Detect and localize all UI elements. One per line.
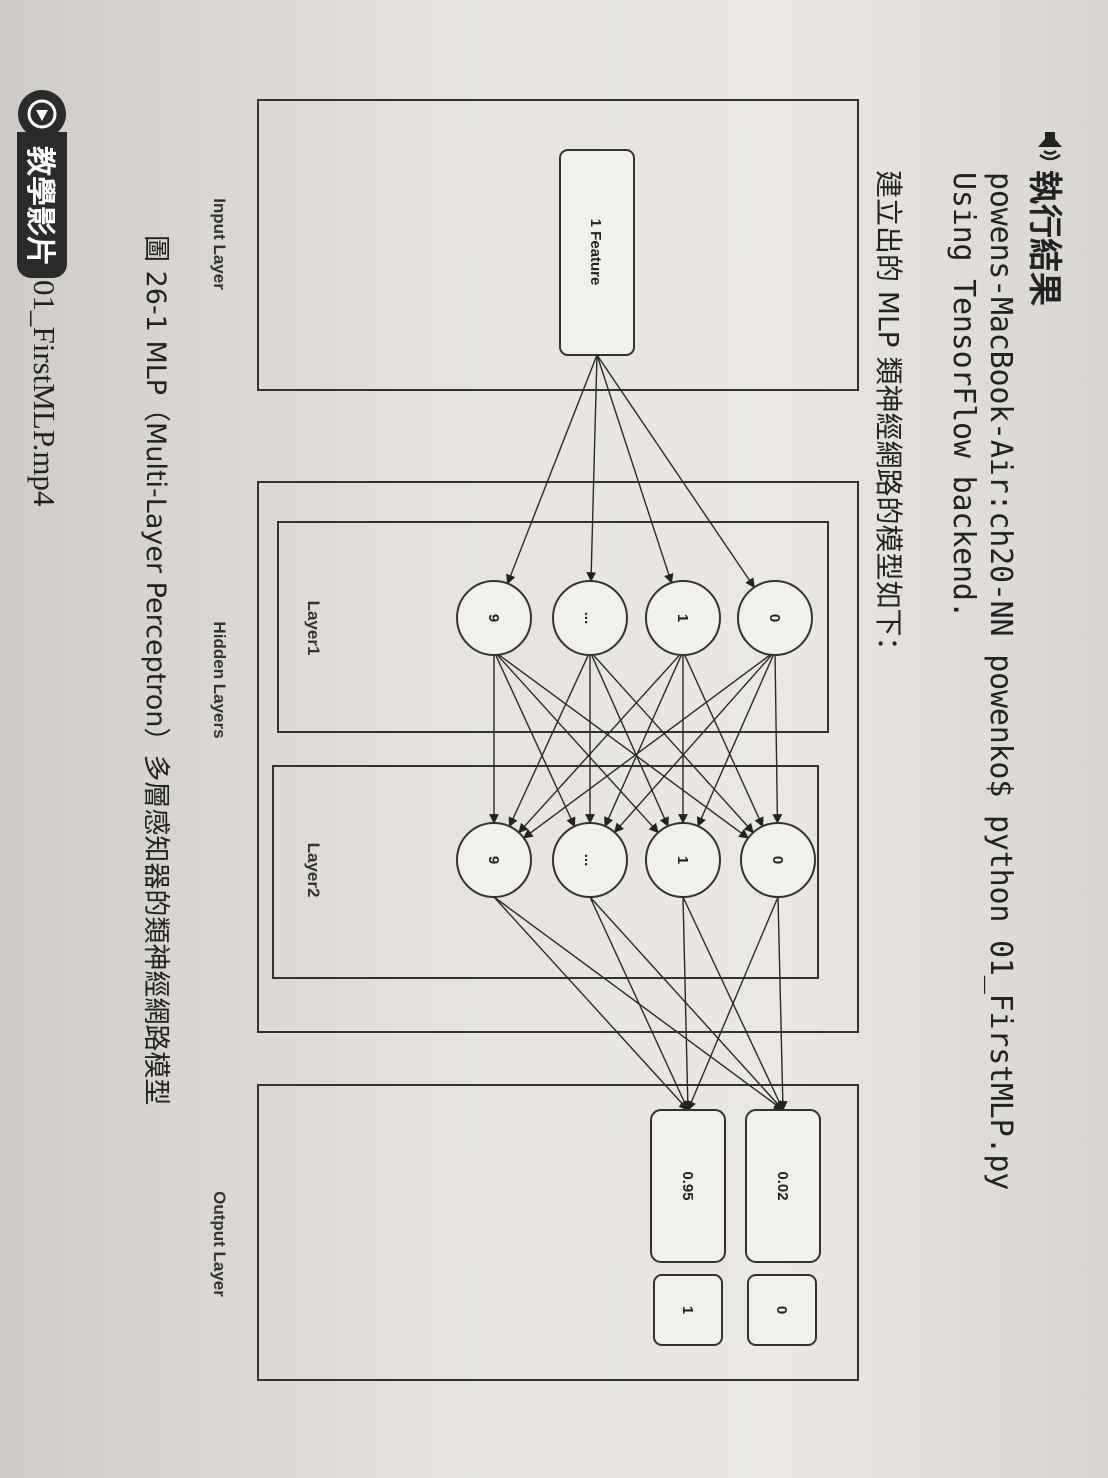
input-feature-label: 1 Feature <box>587 219 604 286</box>
output-class-0-label: 0 <box>773 1306 790 1314</box>
edge-layer1-0-to-layer2-2 <box>613 650 776 834</box>
hidden-layers-label: Hidden Layers <box>210 621 229 738</box>
edge-input-to-layer1-0 <box>596 354 755 589</box>
input-layer-box <box>257 99 859 391</box>
layer2-node-ellipsis-label: ... <box>581 854 598 867</box>
edge-layer1-0-to-layer2-3 <box>522 650 776 839</box>
layer2-node-ellipsis: ... <box>552 822 628 898</box>
layer1-node-0: 0 <box>737 580 813 656</box>
edge-layer1-1-to-layer2-3 <box>518 650 684 834</box>
edge-layer1-0-to-layer2-0 <box>772 651 783 824</box>
output-prob-0-label: 0.02 <box>774 1171 791 1200</box>
video-badge: 教學影片 <box>17 90 67 278</box>
layer2-node-1: 1 <box>645 822 721 898</box>
edge-layer1-3-to-layer2-1 <box>493 650 659 834</box>
edge-layer2-2-to-output-0 <box>589 896 784 1111</box>
speaker-icon <box>1034 130 1066 166</box>
edge-layer1-3-to-layer2-0 <box>493 650 749 839</box>
output-class-1-label: 1 <box>679 1306 696 1314</box>
hidden-layers-box <box>257 481 859 1033</box>
edge-layer2-3-to-output-1 <box>493 896 689 1111</box>
edge-layer2-0-to-output-0 <box>777 896 788 1111</box>
layer2-node-0: 0 <box>740 822 816 898</box>
layer1-label: Layer1 <box>304 601 323 656</box>
edge-input-to-layer1-1 <box>596 354 674 584</box>
layer2-box <box>272 765 819 979</box>
output-layer-box <box>257 1084 859 1381</box>
figure-caption: 圖 26-1 MLP（Multi-Layer Perceptron）多層感知器的… <box>140 235 171 1106</box>
edge-layer1-3-to-layer2-2 <box>493 651 576 828</box>
layer1-node-0-label: 0 <box>766 614 783 622</box>
edge-layer1-2-to-layer2-0 <box>589 650 754 834</box>
edge-layer2-1-to-output-0 <box>682 896 784 1111</box>
output-prob-1-label: 0.95 <box>679 1171 696 1200</box>
output-class-1 <box>653 1274 723 1346</box>
layer1-node-ellipsis-label: ... <box>581 612 598 625</box>
video-badge-label: 教學影片 <box>17 132 67 278</box>
layer1-node-9-label: 9 <box>485 614 502 622</box>
layer2-node-9: 9 <box>456 822 532 898</box>
output-prob-1 <box>650 1109 726 1263</box>
video-icon <box>18 90 66 138</box>
layer2-node-9-label: 9 <box>485 856 502 864</box>
edge-layer1-2-to-layer2-1 <box>589 651 669 828</box>
layer1-node-ellipsis: ... <box>552 580 628 656</box>
layer1-node-9: 9 <box>456 580 532 656</box>
edge-layer2-1-to-output-1 <box>682 896 693 1111</box>
output-prob-0 <box>745 1109 821 1263</box>
edge-layer2-3-to-output-0 <box>493 896 784 1111</box>
edge-input-to-layer1-2 <box>586 354 598 582</box>
layer2-node-1-label: 1 <box>674 856 691 864</box>
edge-layer1-2-to-layer2-3 <box>508 651 591 828</box>
output-layer-label: Output Layer <box>210 1191 229 1297</box>
layer1-node-1: 1 <box>645 580 721 656</box>
input-layer-label: Input Layer <box>210 198 229 290</box>
layer2-label: Layer2 <box>304 843 323 898</box>
layer1-node-1-label: 1 <box>674 614 691 622</box>
output-class-0 <box>747 1274 817 1346</box>
edge-layer1-1-to-layer2-2 <box>604 651 684 828</box>
video-filename[interactable]: 01_FirstMLP.mp4 <box>27 280 62 507</box>
edge-layer1-0-to-layer2-1 <box>696 651 776 828</box>
edge-layer1-1-to-layer2-0 <box>682 651 764 828</box>
edge-input-to-layer1-3 <box>506 354 598 585</box>
layer2-node-0-label: 0 <box>769 856 786 864</box>
